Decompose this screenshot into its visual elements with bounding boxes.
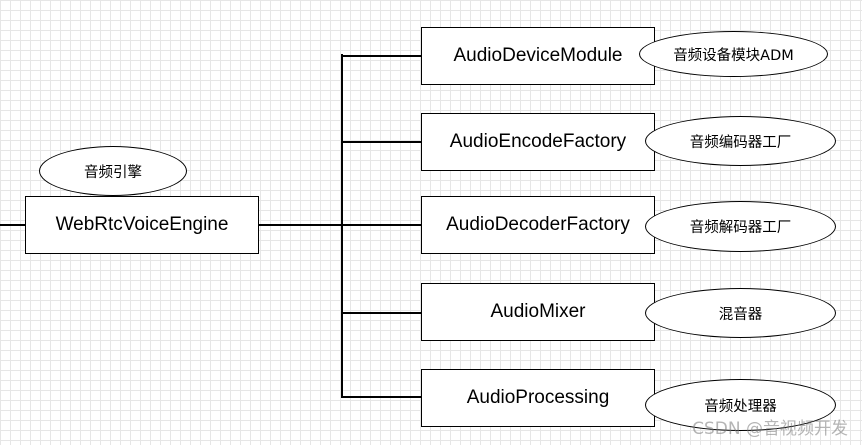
module-annotation-audio-mixer: 混音器 (645, 288, 836, 338)
connector-branch (341, 224, 422, 226)
watermark-text: CSDN @音视频开发 (692, 419, 848, 439)
module-annotation-audio-encode-factory: 音频编码器工厂 (645, 116, 836, 166)
module-node-audio-mixer: AudioMixer (421, 283, 655, 341)
root-node-webrtc-voice-engine: WebRtcVoiceEngine (25, 196, 259, 254)
module-annotation-audio-processing: 音频处理器 (645, 379, 836, 431)
connector-root-trunk (258, 224, 342, 226)
connector-left-stub (0, 224, 26, 226)
module-node-audio-encode-factory: AudioEncodeFactory (421, 113, 655, 171)
connector-branch (341, 141, 422, 143)
connector-branch (341, 396, 422, 398)
connector-branch (341, 55, 422, 57)
module-node-audio-processing: AudioProcessing (421, 369, 655, 427)
connector-vertical-bus (341, 54, 343, 397)
root-annotation-oval: 音频引擎 (39, 146, 187, 196)
connector-branch (341, 312, 422, 314)
module-annotation-audio-decoder-factory: 音频解码器工厂 (645, 201, 836, 252)
module-node-audio-decoder-factory: AudioDecoderFactory (421, 196, 655, 254)
module-node-audio-device: AudioDeviceModule (421, 27, 655, 85)
module-annotation-audio-device: 音频设备模块ADM (639, 31, 828, 77)
